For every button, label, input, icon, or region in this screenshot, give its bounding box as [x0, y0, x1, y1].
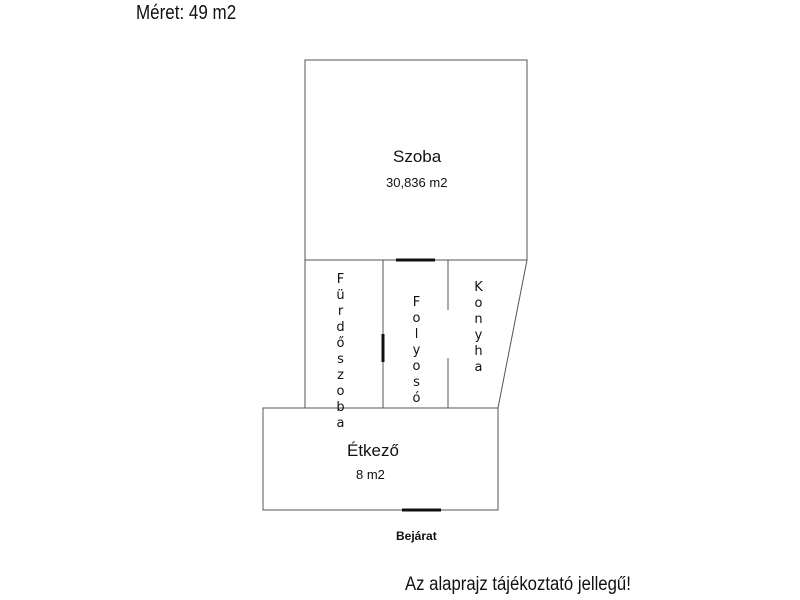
- room-area-etkezo: 8 m2: [356, 467, 385, 482]
- room-name-szoba: Szoba: [393, 147, 442, 166]
- wall-kitchen-right: [497, 259, 528, 409]
- room-name-furdoszoba: Fürdőszoba: [333, 272, 348, 432]
- room-name-etkezo: Étkező: [347, 441, 399, 460]
- room-name-konyha: Konyha: [471, 280, 486, 376]
- room-name-folyoso: Folyosó: [409, 295, 424, 407]
- size-label: Méret: 49 m2: [136, 2, 237, 24]
- disclaimer: Az alaprajz tájékoztató jellegű!: [405, 574, 631, 595]
- room-etkezo-outline: [262, 407, 499, 511]
- room-area-szoba: 30,836 m2: [386, 175, 448, 190]
- entrance-label: Bejárat: [396, 529, 437, 543]
